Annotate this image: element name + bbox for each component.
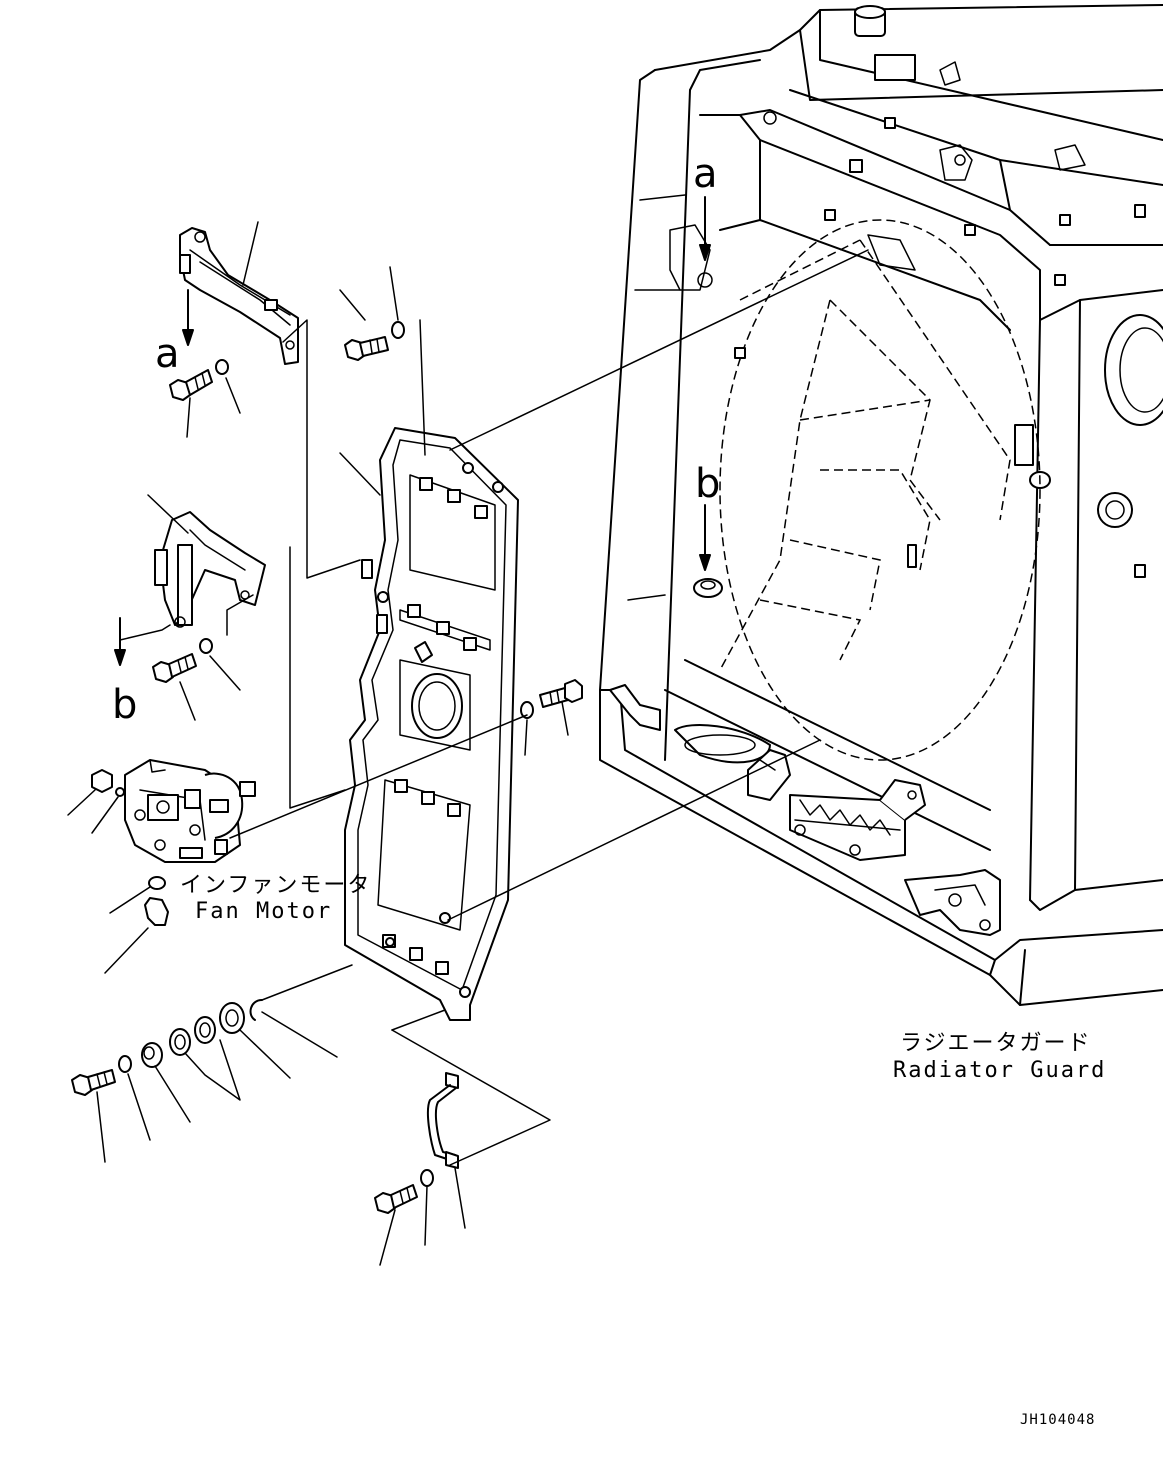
fan-motor-label-en: Fan Motor — [195, 899, 332, 924]
washer-icon — [420, 1169, 434, 1187]
bolt-icon — [152, 653, 197, 683]
callout-a-bracket: a — [155, 331, 180, 377]
washer-icon — [391, 321, 405, 339]
washer-icon — [215, 359, 229, 375]
fasteners — [71, 321, 583, 1214]
step-icon — [789, 779, 926, 861]
bolt-icon — [374, 1184, 418, 1214]
washer-icon — [219, 1002, 245, 1034]
washer-icon — [520, 701, 534, 719]
collar-icon — [141, 1042, 163, 1068]
mount-plate — [344, 427, 519, 1021]
lower-bracket — [154, 511, 266, 628]
nut-icon — [91, 769, 113, 793]
snap-ring-icon — [249, 999, 263, 1021]
leader-lines — [67, 196, 869, 1266]
washer-icon — [194, 1016, 216, 1044]
radiator-guard-label-jp: ラジエータガード — [900, 1031, 1092, 1056]
washer-icon — [169, 1028, 191, 1056]
callout-b-bracket: b — [112, 682, 137, 728]
upper-bracket — [179, 227, 299, 365]
callout-a-guard: a — [693, 151, 718, 197]
washer-icon — [199, 638, 213, 654]
radiator-guard-label-en: Radiator Guard — [893, 1058, 1106, 1083]
drawing-number: JH104048 — [1020, 1412, 1095, 1428]
callout-b-guard: b — [695, 461, 720, 507]
bolt-icon — [71, 1069, 116, 1096]
elbow-fitting-icon — [144, 897, 169, 926]
radiator-guard — [599, 4, 1163, 1006]
washer-icon — [118, 1055, 132, 1073]
bolt-icon — [539, 679, 583, 708]
bolt-icon — [344, 336, 389, 361]
fan-motor — [91, 759, 256, 926]
fan-motor-label-jp: インファンモータ — [180, 873, 371, 898]
handle — [426, 1072, 459, 1169]
bolt-icon — [169, 369, 213, 401]
